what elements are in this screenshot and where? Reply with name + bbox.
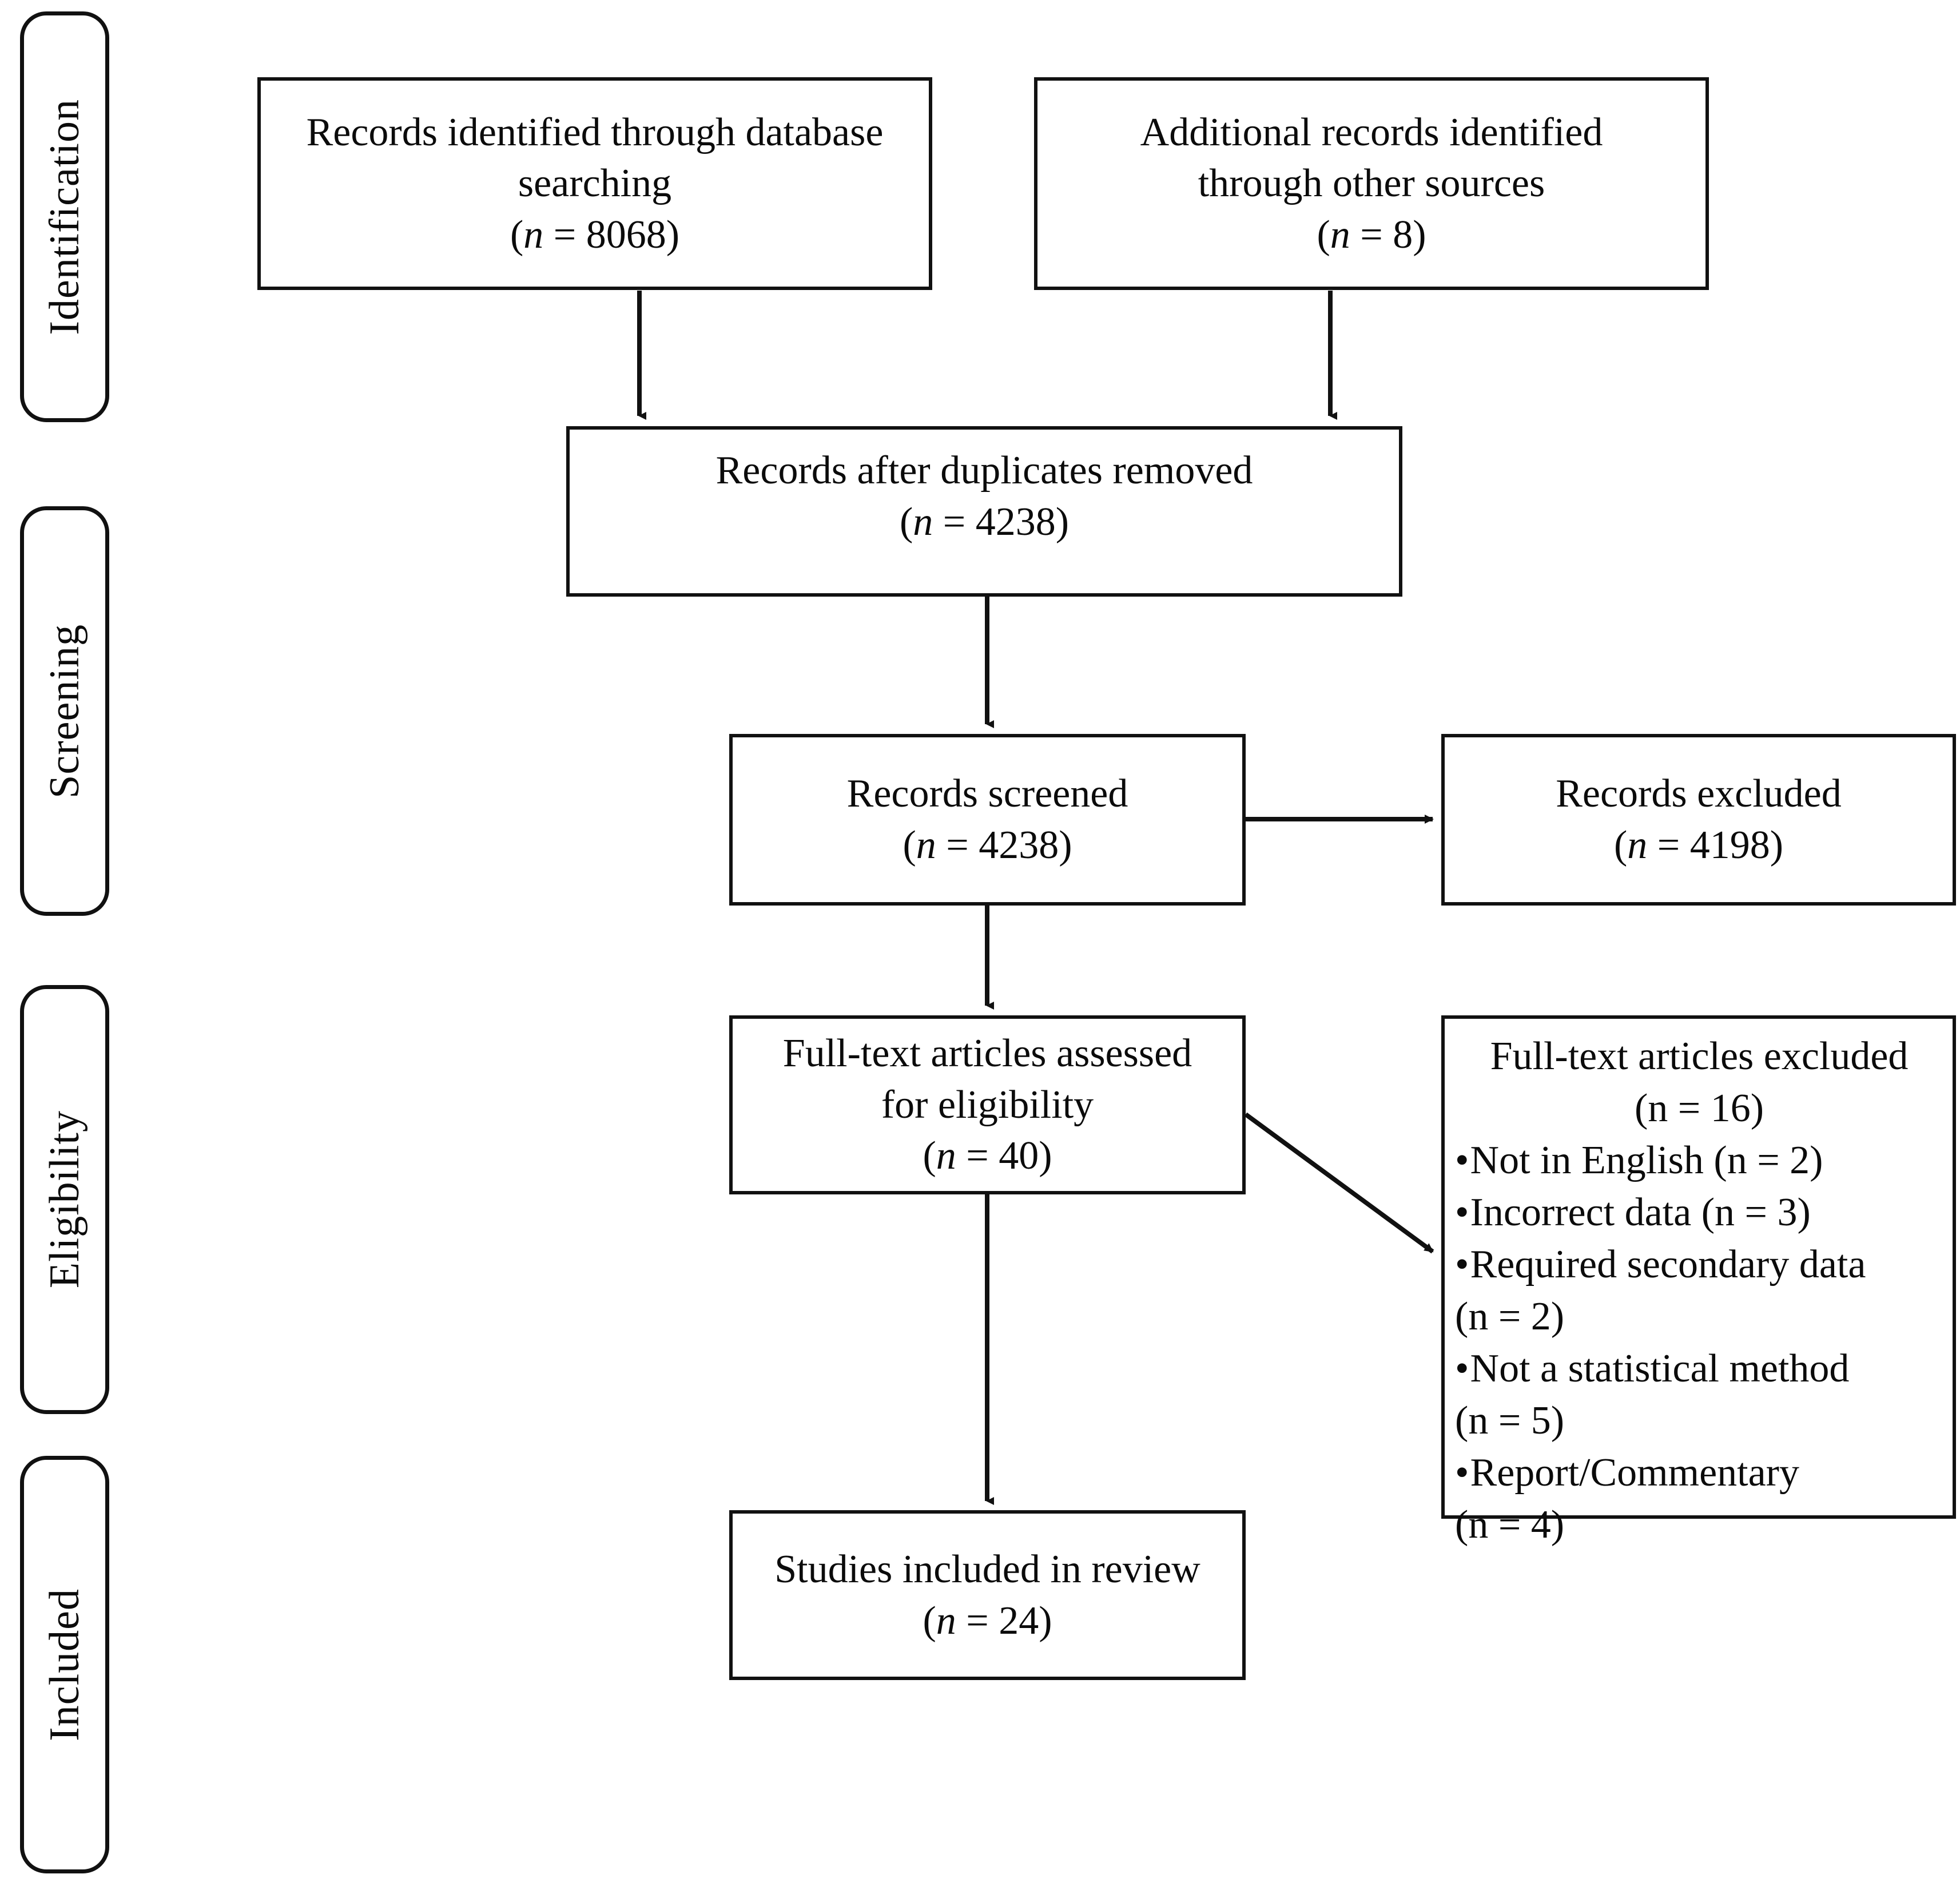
n-symbol: n	[913, 500, 933, 544]
n-symbol: n	[1715, 1190, 1735, 1234]
reason-label: Not in English	[1470, 1138, 1704, 1182]
stage-label-included: Included	[41, 1588, 88, 1741]
line-1: Records excluded	[1556, 772, 1842, 816]
stage-label-screening: Screening	[41, 624, 88, 799]
reason-count: 3	[1777, 1190, 1798, 1234]
list-item: Incorrect data (n = 3)	[1455, 1186, 1943, 1238]
stage-pill-screening: Screening	[20, 506, 109, 916]
exclusion-header-line: Full-text articles excluded	[1490, 1034, 1909, 1078]
n-symbol: n	[936, 1134, 956, 1178]
list-item: Not in English (n = 2)	[1455, 1134, 1943, 1186]
box-records-after-duplicates-removed: Records after duplicates removed (n = 42…	[566, 426, 1402, 597]
line-1: Studies included in review	[774, 1547, 1200, 1591]
line-1: Additional records identified	[1140, 110, 1603, 154]
reason-count: 4	[1530, 1503, 1551, 1547]
line-1: Records after duplicates removed	[715, 448, 1253, 493]
arrow-fulltext-to-fulltext-excluded	[1244, 1112, 1434, 1254]
stage-pill-identification: Identification	[20, 11, 109, 422]
n-symbol: n	[936, 1598, 956, 1643]
reason-count: 2	[1530, 1295, 1551, 1339]
count-line: (n = 40)	[923, 1134, 1052, 1178]
count-line: (n = 8068)	[510, 212, 680, 257]
box-text-records-screened: Records screened (n = 4238)	[837, 768, 1139, 871]
n-symbol: n	[1468, 1399, 1489, 1443]
exclusion-header-count: (n = 16)	[1634, 1086, 1764, 1130]
box-text-studies-included: Studies included in review (n = 24)	[764, 1544, 1211, 1646]
box-studies-included-in-review: Studies included in review (n = 24)	[729, 1510, 1246, 1680]
count-line: (n = 4238)	[903, 823, 1072, 867]
box-text-records-excluded: Records excluded (n = 4198)	[1545, 768, 1852, 871]
line-1: Records screened	[846, 772, 1128, 816]
reason-label: Incorrect data	[1470, 1190, 1692, 1234]
box-records-identified-database: Records identified through database sear…	[257, 77, 932, 290]
reason-count: 2	[1790, 1138, 1810, 1182]
reason-count: 5	[1530, 1399, 1551, 1443]
line-1: Full-text articles assessed	[782, 1031, 1192, 1076]
line-1: Records identified through database	[306, 110, 884, 154]
n-value: 4238	[979, 823, 1059, 867]
line-2: for eligibility	[881, 1082, 1094, 1127]
n-value: 8068	[586, 212, 666, 257]
count-line: (n = 24)	[923, 1598, 1052, 1643]
box-text-records-identified-database: Records identified through database sear…	[296, 107, 894, 261]
n-value: 40	[999, 1134, 1039, 1178]
box-records-excluded: Records excluded (n = 4198)	[1441, 734, 1956, 906]
n-symbol: n	[1627, 823, 1648, 867]
exclusion-reasons-content: Full-text articles excluded (n = 16) Not…	[1445, 1019, 1953, 1557]
stage-label-identification: Identification	[41, 98, 88, 335]
count-line: (n = 8)	[1317, 212, 1426, 257]
reason-label: Report/Commentary	[1470, 1451, 1799, 1495]
n-value: 4238	[975, 500, 1056, 544]
stage-label-eligibility: Eligibility	[41, 1110, 88, 1289]
box-additional-records-other-sources: Additional records identified through ot…	[1034, 77, 1709, 290]
box-fulltext-articles-assessed: Full-text articles assessed for eligibil…	[729, 1015, 1246, 1194]
reason-label: Not a statistical method	[1470, 1347, 1850, 1391]
n-value: 4198	[1689, 823, 1770, 867]
exclusion-reason-list: Not in English (n = 2) Incorrect data (n…	[1455, 1134, 1943, 1551]
line-2: through other sources	[1198, 161, 1545, 206]
n-symbol: n	[1648, 1086, 1668, 1130]
box-text-additional-records: Additional records identified through ot…	[1130, 107, 1613, 261]
n-value: 16	[1710, 1086, 1751, 1130]
n-symbol: n	[1727, 1138, 1747, 1182]
n-symbol: n	[1468, 1295, 1489, 1339]
n-value: 24	[999, 1598, 1039, 1643]
list-item: Report/Commentary(n = 4)	[1455, 1447, 1943, 1551]
box-text-fulltext-assessed: Full-text articles assessed for eligibil…	[773, 1028, 1202, 1182]
stage-pill-eligibility: Eligibility	[20, 985, 109, 1414]
reason-label: Required secondary data	[1470, 1242, 1866, 1287]
stage-pill-included: Included	[20, 1456, 109, 1873]
box-text-duplicates-removed: Records after duplicates removed (n = 42…	[706, 445, 1263, 547]
n-symbol: n	[1468, 1503, 1489, 1547]
n-value: 8	[1393, 212, 1413, 257]
list-item: Required secondary data(n = 2)	[1455, 1238, 1943, 1343]
count-line: (n = 4198)	[1613, 823, 1784, 867]
list-item: Not a statistical method(n = 5)	[1455, 1343, 1943, 1447]
box-records-screened: Records screened (n = 4238)	[729, 734, 1246, 906]
box-fulltext-articles-excluded: Full-text articles excluded (n = 16) Not…	[1441, 1015, 1956, 1547]
count-line: (n = 4238)	[899, 500, 1070, 544]
n-symbol: n	[916, 823, 936, 867]
n-symbol: n	[1330, 212, 1350, 257]
line-2: searching	[518, 161, 672, 206]
n-symbol: n	[523, 212, 544, 257]
